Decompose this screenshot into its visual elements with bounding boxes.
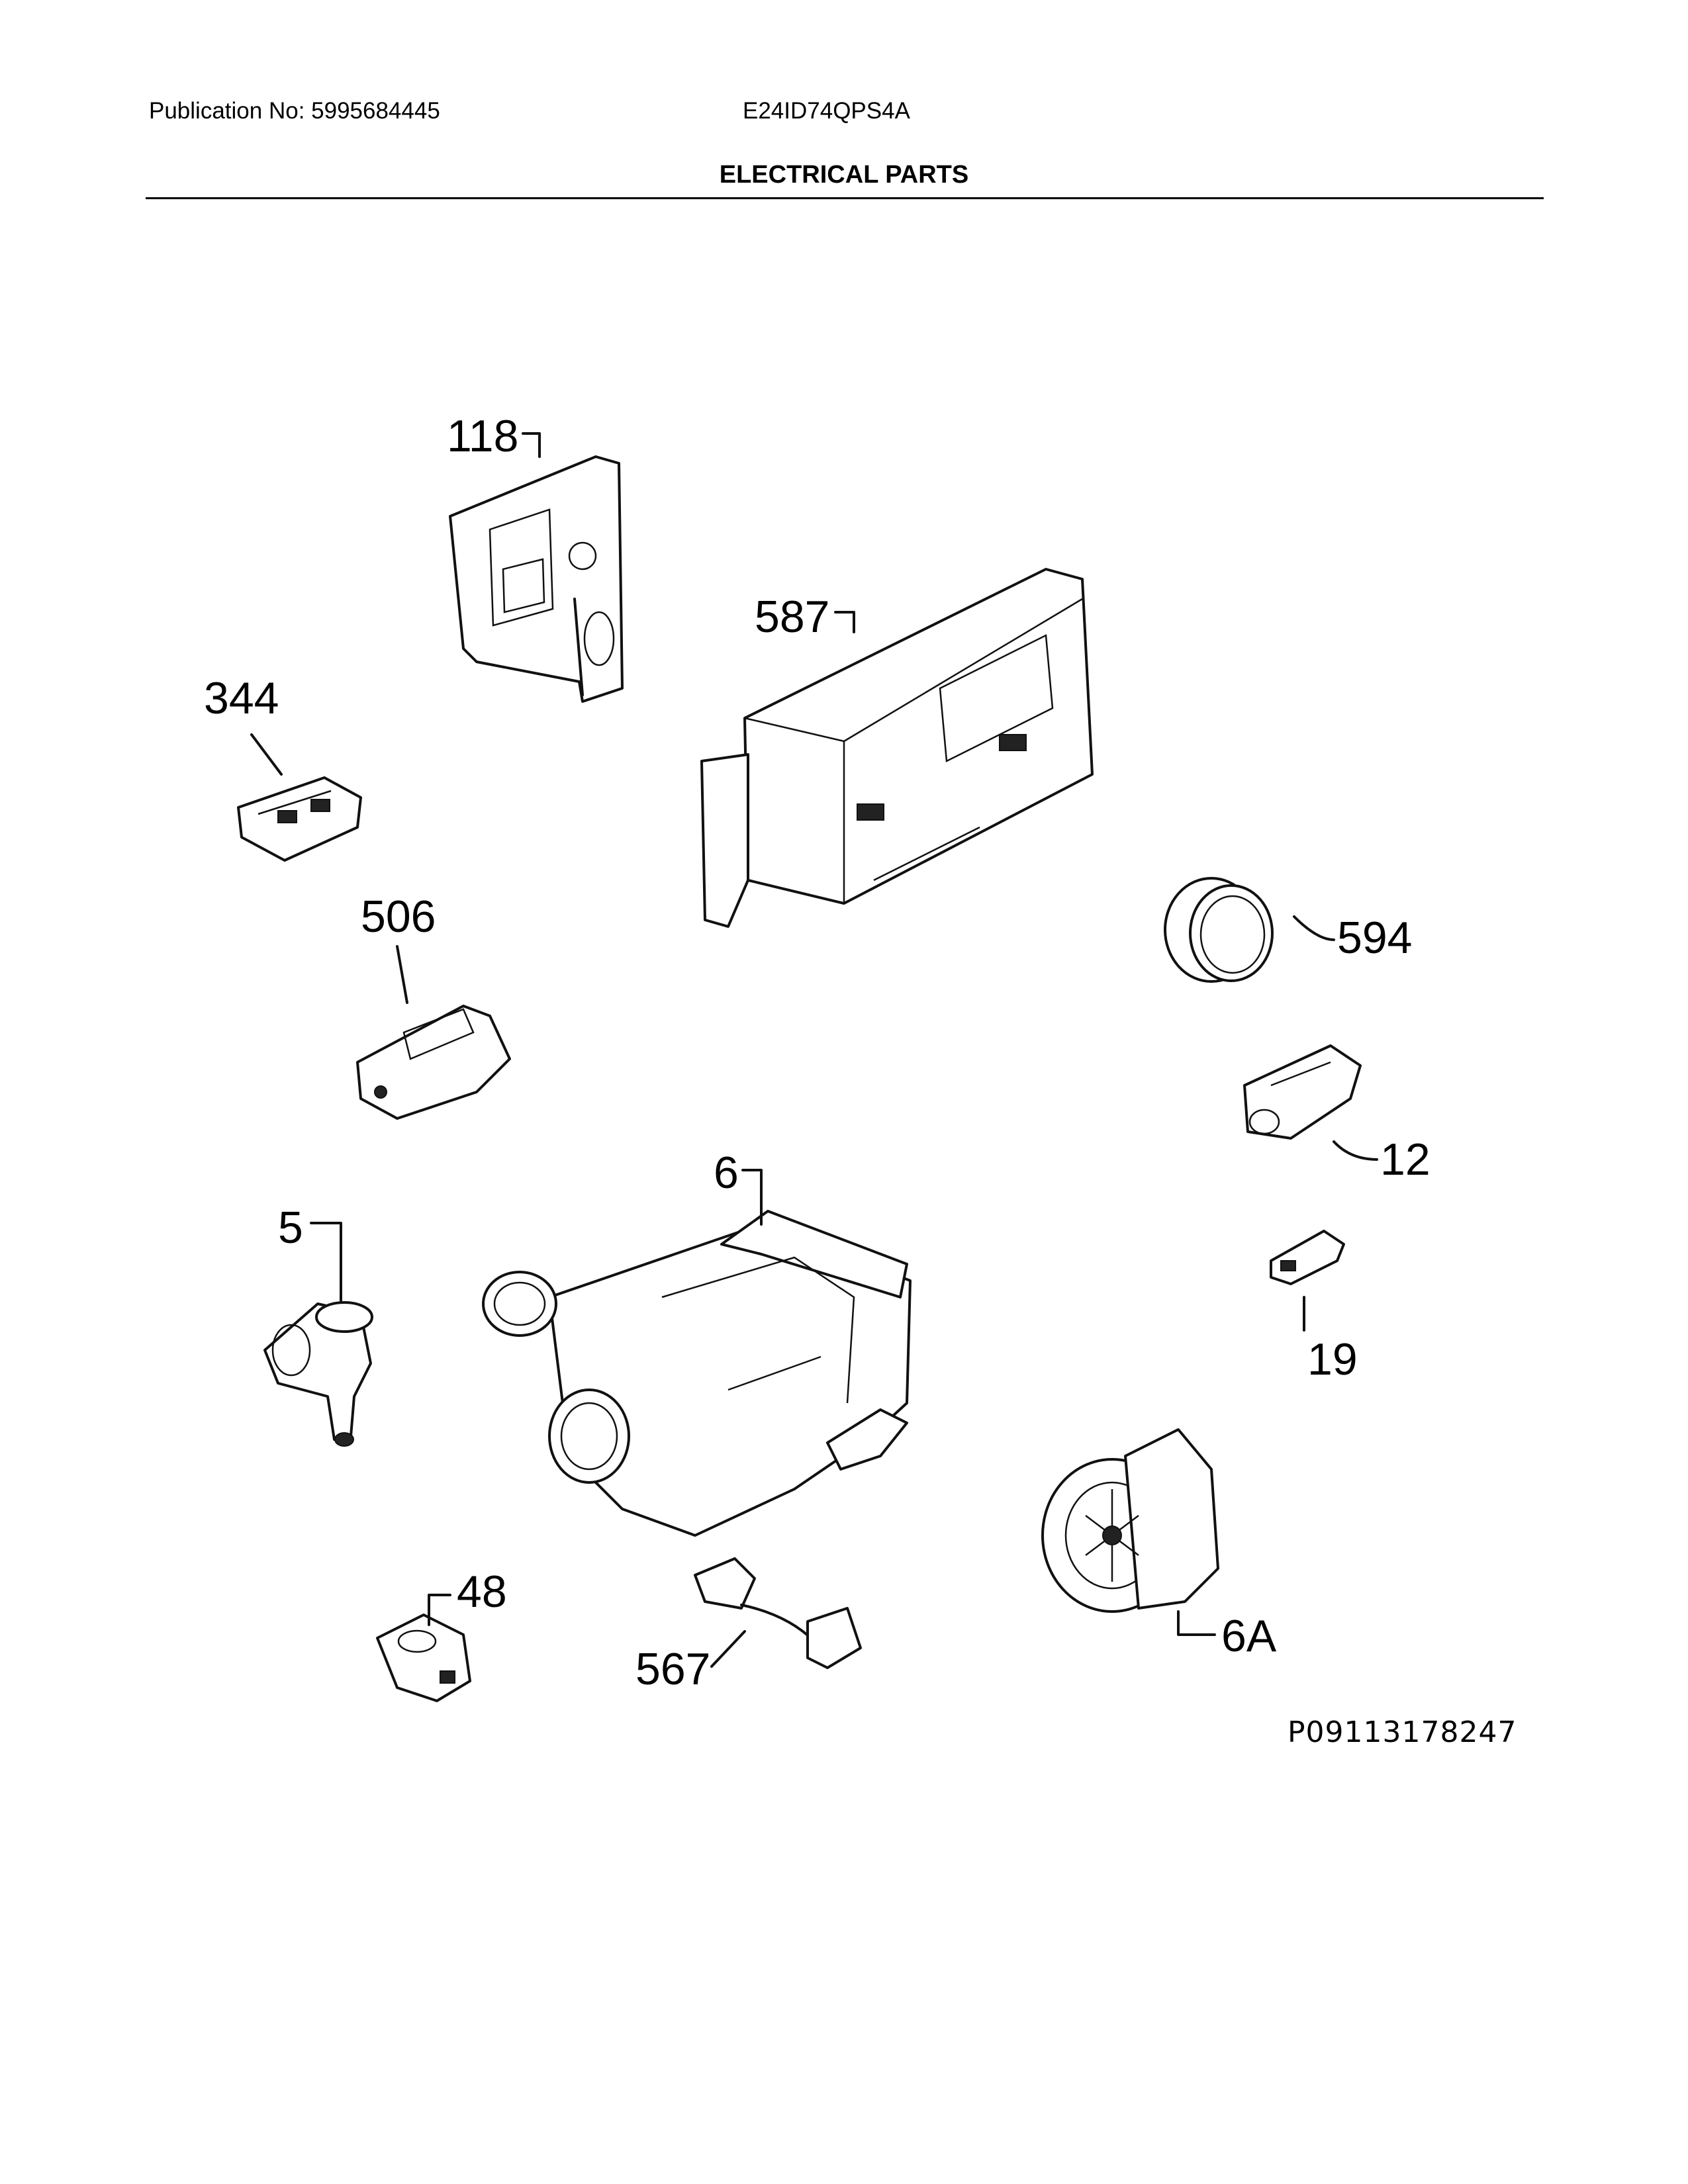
header-divider [146,197,1544,199]
leader-594 [1293,915,1335,941]
publication-number: Publication No: 5995684445 [149,98,440,124]
leader-118 [522,432,541,458]
part-5-inlet-valve [263,1301,373,1447]
drawing-code: P09113178247 [1288,1715,1517,1749]
callout-506: 506 [361,891,436,942]
page-title: ELECTRICAL PARTS [719,161,969,189]
leader-48 [428,1594,451,1626]
callout-344: 344 [204,673,279,723]
callout-19: 19 [1307,1334,1358,1385]
callout-594: 594 [1337,913,1412,963]
callout-5: 5 [278,1203,303,1253]
part-594-round-selector [1164,877,1274,983]
part-48-pressure-sensor [376,1614,471,1702]
callout-12: 12 [1380,1134,1430,1185]
part-567-wiring-harness [694,1557,862,1669]
callout-567: 567 [635,1644,710,1694]
leader-6 [741,1169,763,1226]
callout-118: 118 [447,411,518,461]
part-118-control-bracket [449,455,624,703]
callout-48: 48 [457,1567,507,1617]
leader-587 [834,611,855,633]
leader-506 [396,945,408,1004]
part-6-circulation-pump [482,1210,912,1537]
part-6A-drain-pump [1041,1428,1219,1613]
part-587-control-board [700,568,1094,928]
callout-6: 6 [714,1148,739,1198]
part-344-connector [237,776,362,862]
part-506-sensor [356,1005,511,1120]
callout-6A: 6A [1221,1611,1277,1661]
leader-5 [310,1222,342,1302]
leader-6A [1177,1610,1216,1636]
leader-567 [710,1630,746,1668]
leader-344 [250,733,283,776]
model-number: E24ID74QPS4A [743,98,910,124]
callout-587: 587 [755,592,829,642]
leader-12 [1333,1140,1378,1161]
part-12-switch [1243,1044,1362,1140]
part-19-plug [1270,1230,1345,1285]
